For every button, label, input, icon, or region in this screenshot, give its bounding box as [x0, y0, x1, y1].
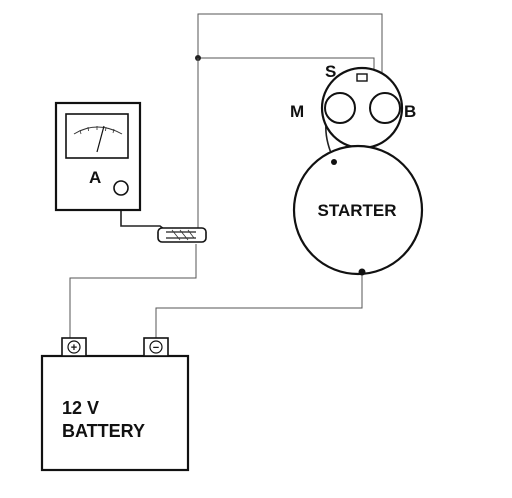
terminal-b: [369, 92, 401, 124]
terminal-m-label: M: [290, 102, 304, 121]
battery-negative-symbol: −: [153, 342, 159, 354]
ammeter-label: A: [89, 168, 101, 187]
starter-label: STARTER: [317, 201, 396, 220]
battery: + − 12 V BATTERY: [40, 337, 190, 472]
ammeter-terminal: [113, 180, 129, 196]
terminal-m: [324, 92, 356, 124]
starter-ground-post: [358, 268, 366, 276]
starter-input-post: [331, 159, 337, 165]
starter-body: [292, 144, 424, 276]
ammeter-scale-ticks: [79, 126, 115, 135]
wire-s-terminal-loop: [197, 13, 383, 75]
wire-negative-to-starter: [155, 272, 363, 338]
clamp-body: [157, 227, 207, 243]
clamp-jaw: [166, 231, 196, 239]
terminal-s-label: S: [325, 62, 336, 81]
battery-positive-symbol: +: [71, 342, 77, 354]
battery-voltage-label: 12 V: [62, 398, 99, 418]
battery-positive-symbol-circle: [67, 340, 81, 354]
starter-solenoid: S M B: [290, 62, 416, 150]
battery-negative-symbol-circle: [149, 340, 163, 354]
battery-case: [40, 354, 190, 472]
clamp-hatch: [171, 229, 195, 241]
terminal-b-label: B: [404, 102, 416, 121]
ammeter-scale-arc: [73, 126, 123, 135]
ammeter: A: [54, 101, 142, 212]
starter-motor: STARTER: [292, 144, 424, 276]
inductive-clamp: [157, 227, 207, 243]
wire-junction-to-s: [198, 57, 375, 74]
wire-clamp-to-positive: [69, 244, 197, 340]
ammeter-needle: [96, 125, 105, 153]
battery-name-label: BATTERY: [62, 421, 145, 441]
terminal-s: [356, 73, 368, 82]
